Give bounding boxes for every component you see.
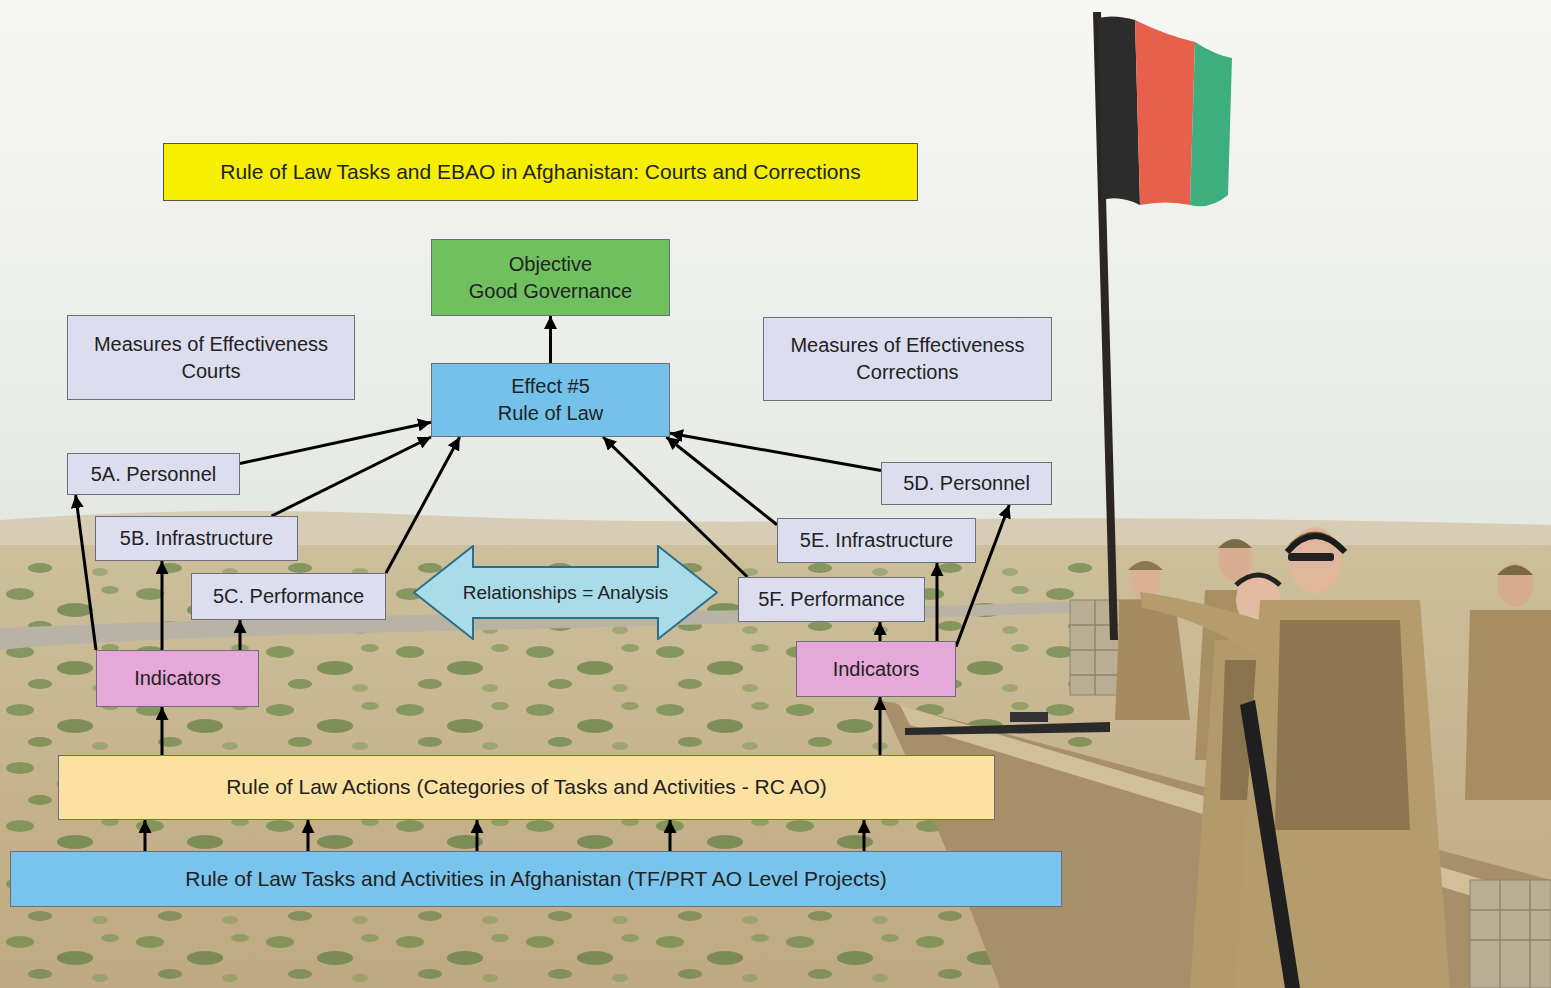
node-text: Objective — [509, 251, 592, 278]
node-text: 5A. Personnel — [91, 461, 217, 488]
node-text: Rule of Law Actions (Categories of Tasks… — [226, 773, 827, 801]
connector-arrow — [144, 820, 147, 851]
shrub-field — [0, 560, 1100, 988]
rifle-on-parapet — [905, 712, 1110, 735]
tasks-band: Rule of Law Tasks and Activities in Afgh… — [10, 851, 1062, 907]
category-box: 5B. Infrastructure — [95, 516, 298, 561]
connector-arrow — [161, 561, 164, 650]
connector-arrow — [666, 437, 777, 525]
node-text: Measures of Effectiveness — [790, 332, 1024, 359]
node-text: Good Governance — [469, 278, 632, 305]
connector-arrow — [272, 437, 431, 516]
sky — [0, 0, 1551, 560]
node-text: 5E. Infrastructure — [800, 527, 953, 554]
indicator-box: Indicators — [96, 650, 259, 707]
connector-arrow — [476, 820, 479, 851]
category-box: 5A. Personnel — [67, 453, 240, 495]
category-box: 5F. Performance — [738, 577, 925, 622]
measures-box: Measures of EffectivenessCourts — [67, 315, 355, 400]
connector-arrow — [669, 820, 672, 851]
title-box: Rule of Law Tasks and EBAO in Afghanista… — [163, 143, 918, 201]
node-text: Indicators — [833, 656, 920, 683]
flag — [1093, 12, 1232, 640]
measures-box: Measures of EffectivenessCorrections — [763, 317, 1052, 401]
double-arrow-outline — [414, 546, 717, 639]
connector-arrow — [603, 437, 747, 577]
objective-box: ObjectiveGood Governance — [431, 239, 670, 316]
node-text: 5B. Infrastructure — [120, 525, 273, 552]
node-text: 5D. Personnel — [903, 470, 1030, 497]
node-text: 5C. Performance — [213, 583, 364, 610]
hesco-barriers — [1070, 600, 1551, 988]
node-text: Effect #5 — [511, 373, 590, 400]
node-text: 5F. Performance — [758, 586, 905, 613]
connector-arrow — [240, 422, 431, 463]
node-text: Corrections — [856, 359, 958, 386]
effect-box: Effect #5Rule of Law — [431, 363, 670, 437]
connector-arrow — [161, 707, 164, 755]
connector-arrow — [76, 495, 96, 650]
title-text: Rule of Law Tasks and EBAO in Afghanista… — [220, 160, 860, 184]
soldiers — [1115, 527, 1551, 988]
connector-arrow — [307, 820, 310, 851]
connector-arrow — [879, 622, 882, 641]
category-box: 5C. Performance — [191, 573, 386, 620]
node-text: Courts — [182, 358, 241, 385]
node-text: Rule of Law Tasks and Activities in Afgh… — [185, 865, 887, 893]
connector-arrow — [386, 437, 460, 573]
node-text: Indicators — [134, 665, 221, 692]
node-text: Relationships = Analysis — [463, 580, 668, 606]
category-box: 5D. Personnel — [881, 462, 1052, 505]
desert-ground — [0, 545, 1551, 988]
connector-arrow — [549, 316, 552, 363]
node-text: Rule of Law — [498, 400, 604, 427]
actions-band: Rule of Law Actions (Categories of Tasks… — [58, 755, 995, 820]
connector-arrow — [879, 697, 882, 755]
category-box: 5E. Infrastructure — [777, 518, 976, 563]
node-text: Measures of Effectiveness — [94, 331, 328, 358]
connector-arrow — [936, 563, 939, 641]
connector-arrow — [239, 620, 242, 650]
double-arrow: Relationships = Analysis — [413, 545, 718, 640]
connector-arrow — [863, 820, 866, 851]
indicator-box: Indicators — [796, 641, 956, 697]
